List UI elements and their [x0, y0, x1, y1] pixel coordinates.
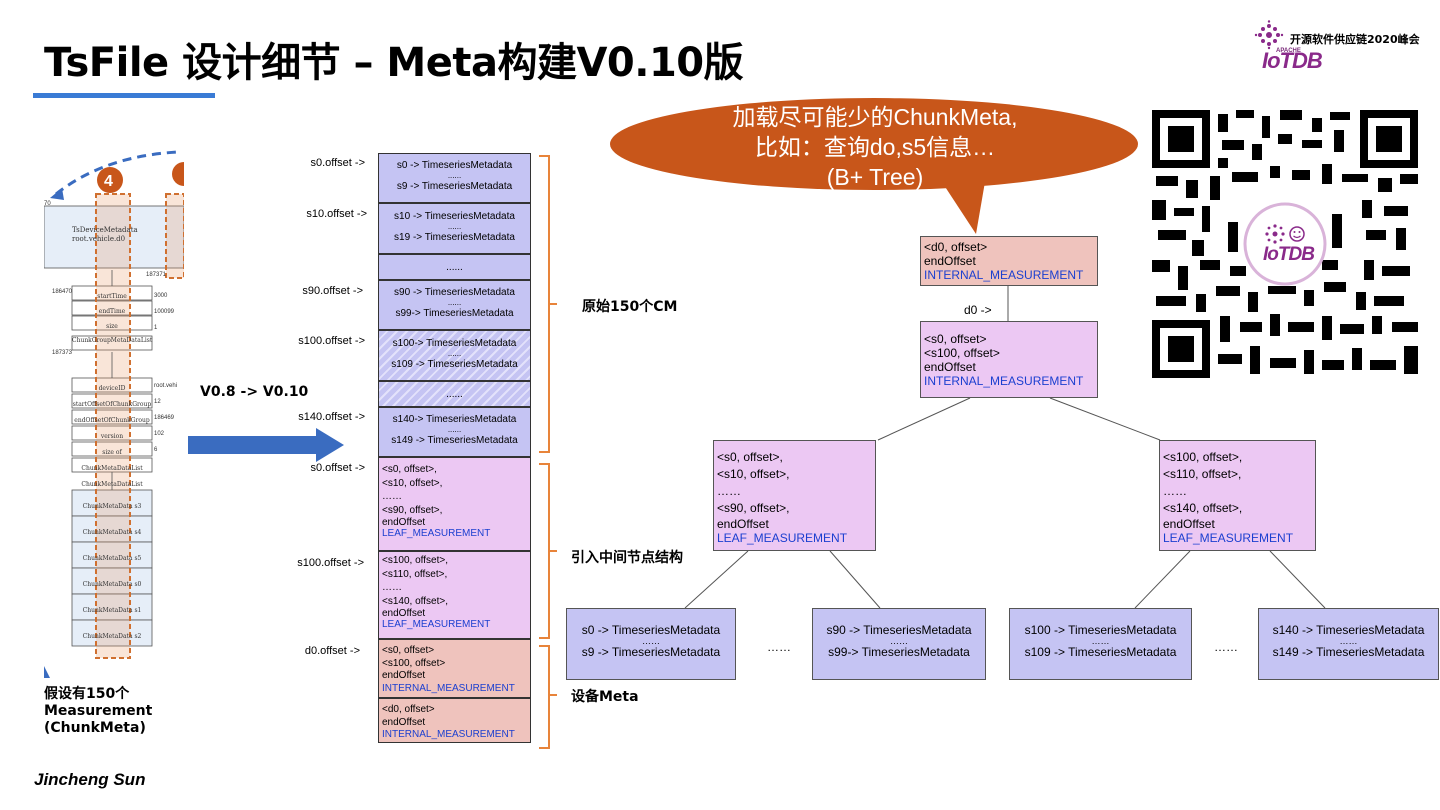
chunk-meta-rows: ChunkMetaData s3 ChunkMetaData s4 ChunkM…: [82, 503, 142, 640]
ellipsis-left: ……: [767, 640, 791, 654]
qr-center-logo-text: IoTDB: [1263, 244, 1315, 265]
val-100099: 100099: [154, 309, 175, 315]
offset-186470: 186470: [52, 289, 73, 295]
logo-text: 开源软件供应链2020峰会: [1290, 33, 1420, 46]
stack-cell-gap-1: ......: [378, 254, 531, 280]
logo-apache: APACHE: [1276, 48, 1301, 54]
tree-mid-node: <s0, offset> <s100, offset> endOffset IN…: [920, 321, 1098, 398]
ellipsis-right: ……: [1214, 640, 1238, 654]
offset-s100-second: s100.offset ->: [297, 557, 364, 569]
left-caption: 假设有150个 Measurement (ChunkMeta): [44, 686, 153, 736]
big-arrow-icon: [188, 428, 344, 462]
version-label: V0.8 -> V0.10: [200, 384, 309, 400]
logo-iotdb: IoTDB: [1262, 48, 1323, 73]
title-underline: [33, 93, 215, 98]
val-12: 12: [154, 399, 161, 405]
offset-s100: s100.offset ->: [298, 335, 365, 347]
offset-d0: d0.offset ->: [304, 645, 360, 657]
stack-cell-s10-s19: s10 -> TimeseriesMetadata ...... s19 -> …: [378, 203, 531, 254]
old-layout-diagram: [44, 150, 184, 678]
bracket-label-device: 设备Meta: [571, 689, 639, 705]
tree-leaf-ts-0: s0 -> TimeseriesMetadata …… s9 -> Timese…: [566, 608, 736, 680]
offset-187371: 187371: [146, 272, 167, 278]
page-title: TsFile 设计细节 – Meta构建V0.10版: [44, 40, 744, 86]
tree-leaf-node-right: <s100, offset>, <s110, offset>, …… <s140…: [1159, 440, 1316, 551]
tree-leaf-node-left: <s0, offset>, <s10, offset>, …… <s90, of…: [713, 440, 876, 551]
bubble-text: 加载尽可能少的ChunkMeta, 比如：查询do,s5信息… (B+ Tree…: [732, 104, 1018, 190]
tree-leaf-ts-140: s140 -> TimeseriesMetadata …… s149 -> Ti…: [1258, 608, 1439, 680]
stack-cell-s0-s9: s0 -> TimeseriesMetadata ...... s9 -> Ti…: [378, 153, 531, 203]
stack-cell-leaf-2: <s100, offset>, <s110, offset>, …… <s140…: [378, 551, 531, 639]
device-rows: deviceID startOffsetOfChunkGroup endOffs…: [72, 385, 152, 488]
val-6: 6: [154, 447, 158, 453]
val-1: 1: [154, 325, 158, 331]
bracket-label-original: 原始150个CM: [582, 299, 678, 315]
stack-cell-leaf-1: <s0, offset>, <s10, offset>, …… <s90, of…: [378, 457, 531, 551]
stack-cell-s140-s149: s140-> TimeseriesMetadata ...... s149 ->…: [378, 407, 531, 457]
d0-pointer-label: d0 ->: [964, 303, 992, 317]
offset-s0-second: s0.offset ->: [310, 462, 365, 474]
stack-cell-s90-s99: s90 -> TimeseriesMetadata ...... s99-> T…: [378, 280, 531, 330]
bracket-label-intermediate: 引入中间节点结构: [571, 550, 683, 566]
tree-leaf-ts-90: s90 -> TimeseriesMetadata …… s99-> Times…: [812, 608, 986, 680]
offset-70: 70: [44, 201, 51, 207]
val-102: 102: [154, 431, 165, 437]
stack-cell-internal-1: <s0, offset> <s100, offset> endOffset IN…: [378, 639, 531, 698]
offset-s0: s0.offset ->: [310, 157, 365, 169]
author-name: Jincheng Sun: [34, 770, 146, 789]
offset-s90: s90.offset ->: [302, 285, 363, 297]
step-badge: 4: [104, 173, 113, 190]
ts-device-metadata-label: TsDeviceMetadata root.vehicle.d0: [72, 226, 138, 243]
stack-cell-internal-2: <d0, offset> endOffset INTERNAL_MEASUREM…: [378, 698, 531, 743]
val-186469: 186469: [154, 415, 175, 421]
brackets: [539, 155, 557, 749]
iotdb-flower-icon: [1254, 20, 1284, 50]
val-root-vehi: root.vehi: [154, 383, 178, 389]
chunk-group-rows: startTime endTime size: [97, 293, 127, 330]
tree-root-node: <d0, offset> endOffset INTERNAL_MEASUREM…: [920, 236, 1098, 286]
offset-s10: s10.offset ->: [306, 208, 367, 220]
val-3000: 3000: [154, 293, 168, 299]
speech-bubble: [610, 98, 1138, 234]
qr-center-logo-icon: [1265, 224, 1305, 244]
stack-cell-gap-2: ......: [378, 381, 531, 407]
offset-s140: s140.offset ->: [298, 411, 365, 423]
chunk-group-list-label: ChunkGroupMetaDataList: [72, 337, 153, 344]
tree-leaf-ts-100: s100 -> TimeseriesMetadata …… s109 -> Ti…: [1009, 608, 1192, 680]
stack-cell-s100-s109: s100-> TimeseriesMetadata ...... s109 ->…: [378, 330, 531, 381]
qr-code[interactable]: [1152, 110, 1418, 378]
offset-187373: 187373: [52, 350, 73, 356]
